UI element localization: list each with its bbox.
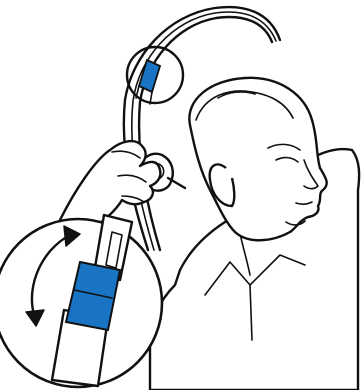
- head: [189, 78, 326, 240]
- headband-slider-top: [139, 60, 160, 92]
